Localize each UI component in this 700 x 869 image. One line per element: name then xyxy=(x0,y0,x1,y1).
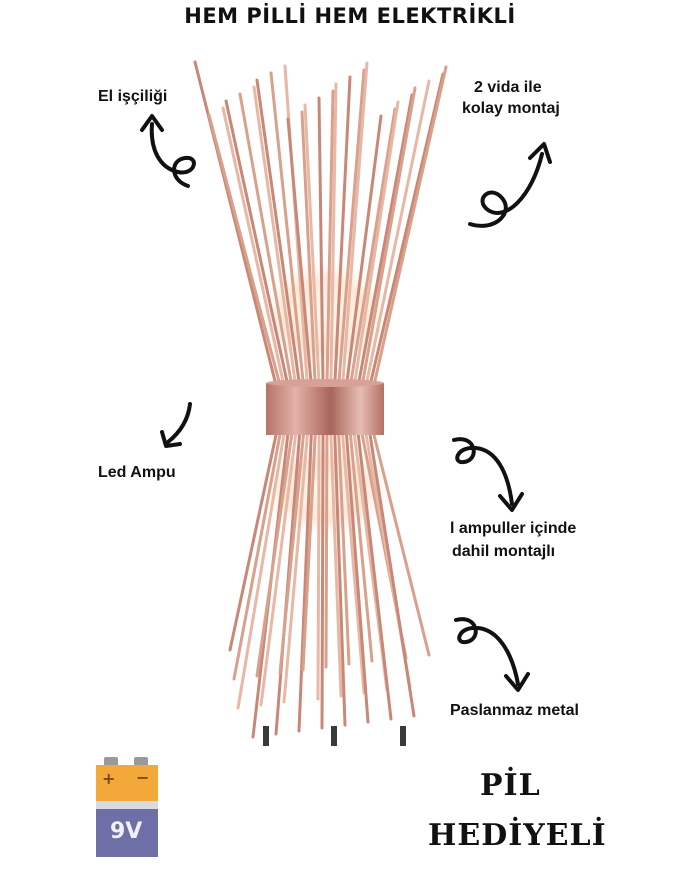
label-bulbs-line2: dahil montajlı xyxy=(452,543,556,560)
metal-rod-top xyxy=(252,85,298,387)
label-mounting-line1: 2 vida ile xyxy=(474,79,542,96)
label-bulbs-line1: l ampuller içinde xyxy=(450,520,577,537)
metal-rod-bottom xyxy=(232,433,282,681)
metal-rod-bottom xyxy=(282,433,309,704)
battery-bottom xyxy=(96,809,158,857)
metal-rod-bottom xyxy=(329,433,343,698)
metal-rod-top xyxy=(255,78,302,387)
metal-rod-top xyxy=(345,114,383,387)
label-mounting-line2: kolay montaj xyxy=(462,100,560,117)
promo-line2: HEDİYELİ xyxy=(428,818,607,853)
metal-rod-bottom xyxy=(337,433,351,666)
battery-icon: + − 9V xyxy=(96,757,158,857)
label-led: Led Ampu xyxy=(98,464,176,481)
battery-minus-sign: − xyxy=(136,768,150,787)
metal-rod-top xyxy=(224,99,290,387)
metal-rod-bottom xyxy=(348,433,374,663)
metal-rod-top xyxy=(238,92,294,387)
metal-rod-bottom xyxy=(345,433,370,724)
metal-rod-top xyxy=(360,86,417,387)
metal-rod-top xyxy=(333,75,352,387)
metal-rod-top xyxy=(372,65,448,387)
metal-rod-bottom xyxy=(356,433,393,721)
arrow-metal-icon xyxy=(454,617,530,692)
metal-rod-top xyxy=(329,82,338,387)
page-title: HEM PİLLİ HEM ELEKTRİKLİ xyxy=(184,4,516,28)
metal-rod-top xyxy=(368,72,445,387)
metal-rod-bottom xyxy=(368,433,416,718)
metal-rod-top xyxy=(221,106,286,387)
metal-rod-top xyxy=(286,117,313,387)
metal-rod-bottom xyxy=(228,433,278,652)
battery-terminal-minus xyxy=(134,757,148,765)
mount-pin-right xyxy=(400,726,406,746)
metal-rod-top xyxy=(356,93,414,387)
metal-rod-bottom xyxy=(236,433,286,710)
metal-rod-top xyxy=(348,107,397,387)
metal-rod-top xyxy=(207,113,282,387)
metal-rod-bottom xyxy=(333,433,347,727)
battery-stripe xyxy=(96,801,158,809)
center-ring-top-edge xyxy=(266,379,384,387)
promo-line1: PİL xyxy=(480,768,541,803)
metal-rod-bottom xyxy=(301,433,317,672)
mount-pin-mid xyxy=(331,726,337,746)
metal-rod-top xyxy=(341,61,369,387)
bulb-glow-bottom xyxy=(255,440,395,540)
metal-rod-bottom xyxy=(297,433,313,733)
metal-rod-top xyxy=(300,110,317,387)
mount-pin-left xyxy=(263,726,269,746)
metal-rod-bottom xyxy=(372,433,431,657)
metal-rod-bottom xyxy=(255,433,294,678)
metal-rod-top xyxy=(325,89,335,387)
metal-rod-bottom xyxy=(320,433,325,730)
metal-rod-top xyxy=(303,103,321,387)
metal-rod-top xyxy=(317,96,325,387)
label-handcraft: El işçiliği xyxy=(98,88,168,105)
arrow-bulbs-icon xyxy=(452,437,524,512)
metal-rod-bottom xyxy=(278,433,305,675)
wall-lamp-image xyxy=(193,60,448,746)
metal-rod-bottom xyxy=(324,433,329,669)
metal-rods xyxy=(193,60,448,739)
center-ring xyxy=(266,383,384,435)
arrow-led-icon xyxy=(160,402,192,448)
metal-rod-top xyxy=(364,79,431,387)
battery-terminal-plus xyxy=(104,757,118,765)
metal-rod-top xyxy=(352,100,400,387)
metal-rod-top xyxy=(337,68,366,387)
label-metal: Paslanmaz metal xyxy=(450,702,579,719)
arrow-handcraft-icon xyxy=(140,114,196,188)
arrow-mounting-icon xyxy=(468,142,552,228)
metal-rod-bottom xyxy=(316,433,321,701)
metal-rod-top xyxy=(269,71,305,387)
metal-rod-bottom xyxy=(259,433,298,707)
battery-plus-sign: + xyxy=(102,769,116,788)
metal-rod-bottom xyxy=(341,433,366,695)
battery-voltage-label: 9V xyxy=(110,819,143,844)
